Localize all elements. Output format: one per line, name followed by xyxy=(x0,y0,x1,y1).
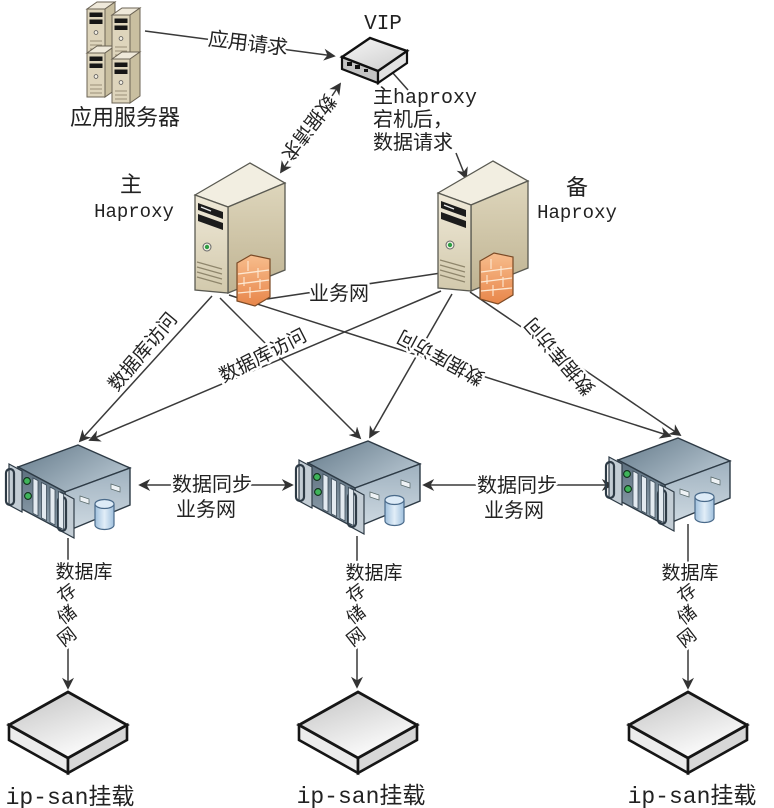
backup-role-label: 备 xyxy=(566,175,588,200)
app-server-stack xyxy=(86,1,141,104)
edge-app-request xyxy=(144,30,336,61)
db-sync-net-label-right: 业务网 xyxy=(484,499,544,522)
db-label-left: 数据库 xyxy=(55,561,112,583)
main-role-label: 主 xyxy=(120,172,142,197)
edge-business-net-link xyxy=(266,272,442,300)
db-sync-net-label-left: 业务网 xyxy=(176,498,236,521)
app-tower-bottom-right xyxy=(111,51,141,104)
edge-backup-to-db-right xyxy=(469,291,682,437)
db-label-middle: 数据库 xyxy=(345,562,402,584)
edge-main-to-db-middle xyxy=(219,297,362,440)
business-net-label-top: 业务网 xyxy=(309,282,369,305)
edge-main-to-db-right xyxy=(228,294,672,439)
edge-note-leader xyxy=(391,71,409,91)
db-sync-label-left: 数据同步 xyxy=(172,473,252,496)
db-label-right: 数据库 xyxy=(661,562,718,584)
app-tower-top-right xyxy=(111,7,141,60)
ipsan-label-middle: ip-san挂载 xyxy=(297,783,426,808)
backup-haproxy-label: Haproxy xyxy=(537,202,617,224)
edge-backup-to-db-left xyxy=(88,290,442,442)
app-tower-bottom-left xyxy=(86,45,116,98)
edge-main-to-db-left xyxy=(78,295,213,443)
edge-note-to-backup xyxy=(455,152,468,180)
failover-note-line3: 数据请求 xyxy=(373,131,453,154)
failover-note-line2: 宕机后， xyxy=(373,108,453,131)
failover-note-line1: 主haproxy xyxy=(373,85,477,110)
vip-label: VIP xyxy=(364,13,402,36)
db-sync-label-right: 数据同步 xyxy=(477,474,557,497)
main-haproxy-label: Haproxy xyxy=(94,201,174,223)
app-servers-label: 应用服务器 xyxy=(70,105,180,130)
app-tower-top-left xyxy=(86,1,116,54)
edge-backup-to-db-middle xyxy=(369,293,453,439)
edge-vip-to-main xyxy=(279,82,342,174)
ipsan-label-right: ip-san挂载 xyxy=(628,783,757,808)
edges xyxy=(62,30,694,690)
ipsan-label-left: ip-san挂载 xyxy=(6,784,135,808)
